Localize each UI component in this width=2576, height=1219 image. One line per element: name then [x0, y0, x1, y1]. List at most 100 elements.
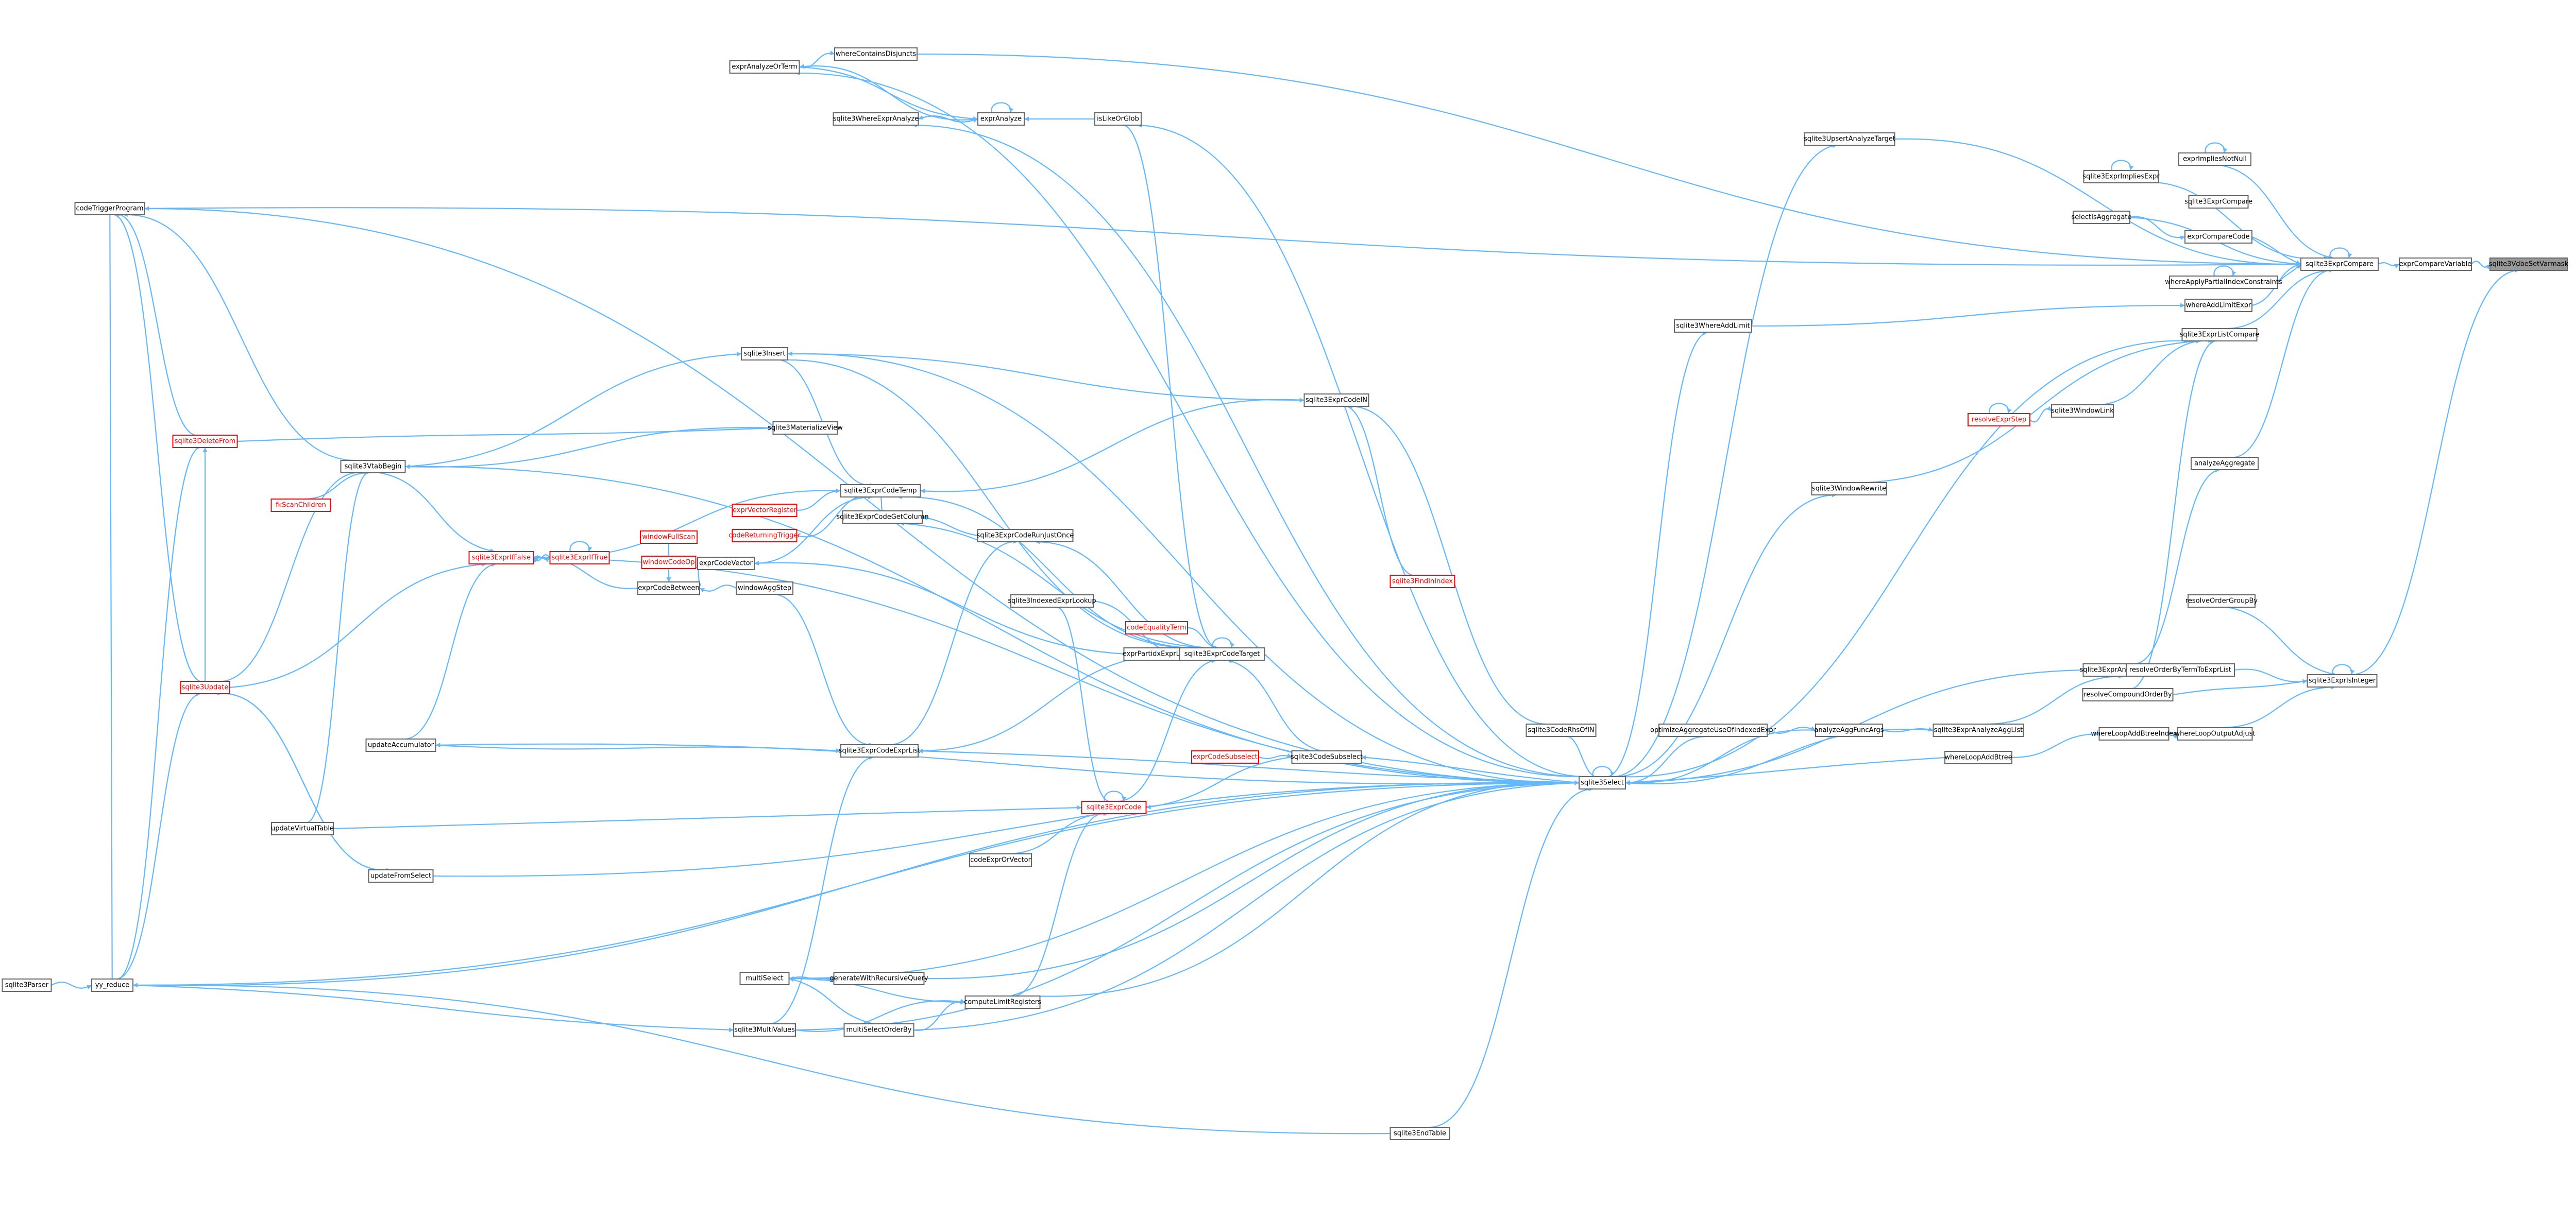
node-update-accumulator[interactable]: updateAccumulator — [365, 739, 436, 752]
node-box — [1010, 594, 1094, 608]
node-code-equality-term[interactable]: codeEqualityTerm — [1125, 621, 1188, 634]
node-sqlite3-parser[interactable]: sqlite3Parser — [2, 978, 52, 992]
node-sqlite3-expr-code-temp[interactable]: sqlite3ExprCodeTemp — [840, 484, 921, 497]
call-edge-n24-n26 — [405, 427, 773, 469]
node-update-virtual-table[interactable]: updateVirtualTable — [271, 822, 334, 835]
node-multi-select-order-by[interactable]: multiSelectOrderBy — [843, 1023, 914, 1037]
node-multi-select[interactable]: multiSelect — [739, 972, 790, 985]
node-label: sqlite3VtabBegin — [345, 463, 402, 471]
node-optimize-aggregate-use-of-indexed-expr[interactable]: optimizeAggregateUseOfIndexedExpr — [1650, 724, 1776, 737]
node-resolve-order-by-term-to-expr-list[interactable]: resolveOrderByTermToExprList — [2126, 663, 2235, 677]
node-code-returning-trigger[interactable]: codeReturningTrigger — [728, 529, 801, 542]
node-sqlite3-expr-code-target[interactable]: sqlite3ExprCodeTarget — [1179, 647, 1265, 661]
node-expr-implies-not-null[interactable]: exprImpliesNotNull — [2178, 152, 2251, 166]
node-sqlite3-window-rewrite[interactable]: sqlite3WindowRewrite — [1811, 482, 1887, 495]
node-sqlite3-code-subselect[interactable]: sqlite3CodeSubselect — [1291, 750, 1363, 764]
node-sqlite3-upsert-analyze-target[interactable]: sqlite3UpsertAnalyzeTarget — [1804, 132, 1895, 146]
node-window-full-scan[interactable]: windowFullScan — [640, 530, 698, 544]
call-edge-n63-n9 — [912, 123, 1584, 778]
node-analyze-aggregate[interactable]: analyzeAggregate — [2191, 457, 2259, 470]
call-edge-n47-n39 — [754, 561, 1180, 656]
node-label: codeReturningTrigger — [728, 532, 801, 540]
node-sqlite3-vdbe-set-varmask[interactable]: sqlite3VdbeSetVarmask — [2489, 257, 2569, 271]
node-label: exprCompareVariable — [2399, 261, 2472, 268]
node-sqlite3-expr-code-run-just-once[interactable]: sqlite3ExprCodeRunJustOnce — [977, 529, 1074, 542]
node-where-contains-disjuncts[interactable]: whereContainsDisjuncts — [834, 47, 918, 61]
node-code-trigger-program[interactable]: codeTriggerProgram — [74, 202, 145, 215]
node-label: resolveOrderGroupBy — [2185, 597, 2258, 605]
node-generate-with-recursive-query[interactable]: generateWithRecursiveQuery — [829, 972, 928, 985]
node-sqlite3-materialize-view[interactable]: sqlite3MaterializeView — [768, 421, 843, 435]
node-sqlite3-indexed-expr-lookup[interactable]: sqlite3IndexedExprLookup — [1008, 594, 1096, 608]
node-sqlite3-update[interactable]: sqlite3Update — [180, 681, 230, 694]
call-edge-n14-n3 — [2251, 236, 2301, 265]
node-sqlite3-find-in-index[interactable]: sqlite3FindInIndex — [1389, 575, 1455, 588]
call-edge-n72-n63 — [132, 780, 1580, 986]
node-yy_reduce[interactable]: yy_reduce — [91, 978, 133, 992]
node-where-add-limit-expr[interactable]: whereAddLimitExpr — [2184, 299, 2252, 312]
node-sqlite3-multi-values[interactable]: sqlite3MultiValues — [733, 1023, 796, 1037]
node-sqlite3-end-table[interactable]: sqlite3EndTable — [1389, 1127, 1450, 1140]
call-edge-n69-n63 — [789, 780, 1580, 980]
call-edge-n49-n20 — [2132, 339, 2215, 690]
node-analyze-agg-func-args[interactable]: analyzeAggFuncArgs — [1814, 724, 1884, 737]
node-sqlite3-where-expr-analyze[interactable]: sqlite3WhereExprAnalyze — [833, 112, 919, 126]
node-box — [1389, 575, 1455, 588]
node-sqlite3-expr-is-integer[interactable]: sqlite3ExprIsInteger — [2307, 674, 2378, 688]
node-expr-analyze[interactable]: exprAnalyze — [977, 112, 1025, 126]
node-window-agg-step[interactable]: windowAggStep — [736, 581, 793, 595]
node-sqlite3-expr-list-compare[interactable]: sqlite3ExprListCompare — [2180, 328, 2260, 341]
node-expr-vector-register[interactable]: exprVectorRegister — [732, 504, 798, 517]
function-nodes: sqlite3VdbeSetVarmask exprCompareVariable… — [2, 47, 2569, 1140]
node-sqlite3-window-link[interactable]: sqlite3WindowLink — [2051, 404, 2114, 418]
node-label: sqlite3ExprAnalyzeAggList — [1934, 727, 2023, 734]
node-sqlite3-expr-if-false[interactable]: sqlite3ExprIfFalse — [468, 551, 534, 564]
node-expr-compare-variable[interactable]: exprCompareVariable — [2399, 257, 2472, 271]
call-edge-n4-n4 — [2205, 142, 2228, 153]
node-sqlite3-expr-code-expr-list[interactable]: sqlite3ExprCodeExprList — [839, 744, 921, 758]
node-compute-limit-registers[interactable]: computeLimitRegisters — [964, 995, 1041, 1009]
node-expr-compare-code[interactable]: exprCompareCode — [2184, 230, 2252, 244]
node-sqlite3-where-add-limit[interactable]: sqlite3WhereAddLimit — [1674, 319, 1752, 333]
node-sqlite3-delete-from[interactable]: sqlite3DeleteFrom — [172, 435, 238, 448]
node-expr-code-between[interactable]: exprCodeBetween — [637, 581, 700, 595]
call-edge-n30-n28 — [879, 492, 884, 512]
call-edge-n75-n59 — [770, 755, 874, 1025]
node-where-apply-partial-index-constraints[interactable]: whereApplyPartialIndexConstraints — [2165, 276, 2282, 289]
node-sqlite3-expr-if-true[interactable]: sqlite3ExprIfTrue — [549, 551, 610, 564]
node-resolve-order-group-by[interactable]: resolveOrderGroupBy — [2185, 594, 2258, 608]
node-sqlite3-code-rhs-of-i-n[interactable]: sqlite3CodeRhsOfIN — [1526, 724, 1597, 737]
node-expr-code-subselect[interactable]: exprCodeSubselect — [1191, 750, 1259, 764]
node-is-like-or-glob[interactable]: isLikeOrGlob — [1094, 112, 1142, 126]
node-where-loop-add-btree-index[interactable]: whereLoopAddBtreeIndex — [2091, 727, 2177, 741]
node-label: sqlite3Insert — [744, 350, 786, 358]
node-sqlite3-expr-compare[interactable]: sqlite3ExprCompare — [2300, 257, 2379, 271]
node-label: whereContainsDisjuncts — [836, 50, 917, 58]
node-label: sqlite3Parser — [5, 982, 49, 989]
node-resolve-compound-order-by[interactable]: resolveCompoundOrderBy — [2082, 688, 2174, 701]
node-box — [271, 822, 334, 835]
node-expr-analyze-or-term[interactable]: exprAnalyzeOrTerm — [729, 60, 800, 74]
node-sqlite3-expr-code[interactable]: sqlite3ExprCode — [1081, 801, 1147, 814]
node-window-code-op[interactable]: windowCodeOp — [641, 556, 697, 569]
node-select-is-aggregate[interactable]: selectIsAggregate — [2072, 211, 2132, 224]
node-sqlite3-insert[interactable]: sqlite3Insert — [741, 347, 788, 360]
node-code-expr-or-vector[interactable]: codeExprOrVector — [969, 853, 1032, 867]
call-edge-n5-n5 — [2111, 160, 2134, 171]
node-where-loop-output-adjust[interactable]: whereLoopOutputAdjust — [2175, 727, 2256, 741]
node-sqlite3-vtab-begin[interactable]: sqlite3VtabBegin — [340, 460, 406, 473]
node-sqlite3-expr-code-get-column[interactable]: sqlite3ExprCodeGetColumn — [836, 510, 929, 524]
node-box — [2489, 257, 2568, 271]
node-sqlite3-expr-implies-expr[interactable]: sqlite3ExprImpliesExpr — [2082, 170, 2160, 183]
node-fk-scan-children[interactable]: fkScanChildren — [270, 499, 331, 512]
call-edge-n47-n28 — [897, 494, 1205, 649]
node-resolve-expr-step[interactable]: resolveExprStep — [1968, 413, 2030, 426]
node-sqlite3-expr-compare[interactable]: sqlite3ExprCompare — [2184, 195, 2252, 209]
node-sqlite3-expr-code-i-n[interactable]: sqlite3ExprCodeIN — [1303, 393, 1369, 407]
node-update-from-select[interactable]: updateFromSelect — [368, 869, 434, 883]
node-box — [772, 421, 838, 435]
node-expr-code-vector[interactable]: exprCodeVector — [697, 557, 755, 570]
node-where-loop-add-btree[interactable]: whereLoopAddBtree — [1944, 751, 2012, 764]
node-sqlite3-expr-analyze-agg-list[interactable]: sqlite3ExprAnalyzeAggList — [1933, 724, 2024, 737]
node-sqlite3-select[interactable]: sqlite3Select — [1579, 776, 1626, 789]
